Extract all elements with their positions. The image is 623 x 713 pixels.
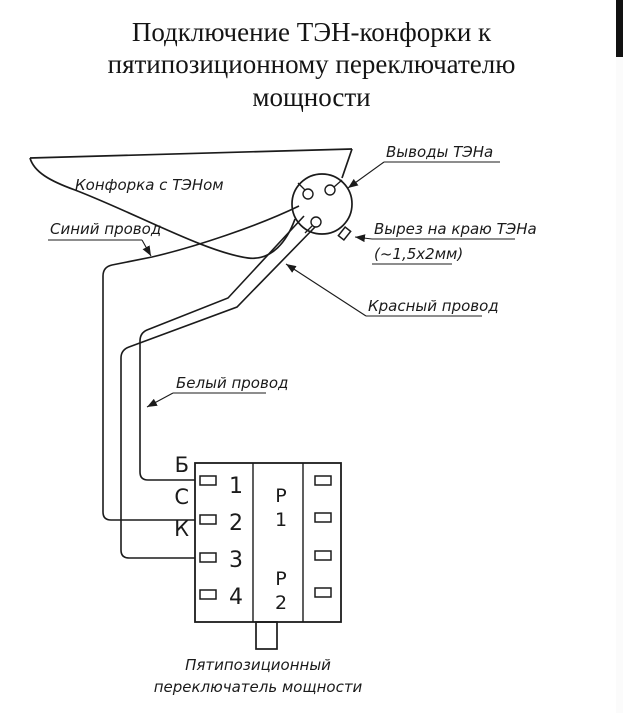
right-terminal-3 (314, 550, 332, 561)
row-label-red: К (174, 517, 189, 541)
page-title-line-2: пятипозиционному переключателю (107, 49, 516, 80)
scrollbar-track[interactable] (616, 0, 623, 713)
switch-number-2: 2 (229, 511, 243, 536)
red-wire-line (120, 226, 316, 559)
burner-label: Конфорка с ТЭНом (75, 176, 224, 194)
left-terminal-2 (199, 514, 217, 525)
p1-digit: 1 (275, 509, 287, 531)
blue-wire-label: Синий провод (50, 220, 161, 238)
switch-number-4: 4 (229, 585, 243, 610)
lead-terminal-3 (310, 216, 322, 228)
terminal-head-circle (291, 173, 353, 235)
switch-block: 1 2 3 4 Р 1 Р 2 Б С К (174, 453, 342, 650)
callout-ten-leads: Выводы ТЭНа (347, 143, 500, 189)
page-title-line-3: мощности (252, 81, 371, 112)
ten-terminal-head (291, 173, 353, 242)
right-terminal-2 (314, 512, 332, 523)
left-terminal-1 (199, 475, 217, 486)
white-wire-label: Белый провод (176, 374, 288, 392)
row-label-white: Б (175, 453, 189, 477)
callout-blue-wire: Синий провод (48, 220, 161, 257)
burner-bottom-edge (29, 157, 296, 260)
burner-right-edge (341, 148, 353, 179)
edge-notch (337, 225, 352, 242)
switch-number-1: 1 (229, 474, 243, 499)
page-title-line-1: Подключение ТЭН-конфорки к (131, 17, 492, 47)
notch-label-line-2: (~1,5х2мм) (374, 245, 463, 263)
p2-digit: 2 (275, 592, 287, 614)
ten-leads-leader-arrow (347, 161, 385, 189)
right-terminal-1 (314, 475, 332, 486)
left-terminal-3 (199, 552, 217, 563)
switch-number-3: 3 (229, 548, 243, 573)
red-wire-leader-arrow (285, 263, 367, 317)
lead-pin-3 (304, 225, 313, 234)
white-wire-line (139, 215, 305, 481)
right-terminal-4 (314, 587, 332, 598)
switch-body (194, 462, 342, 623)
lead-pin-2 (333, 179, 343, 188)
scrollbar-thumb[interactable] (616, 0, 623, 57)
callout-white-wire: Белый провод (146, 374, 288, 408)
white-wire-leader-arrow (146, 392, 174, 408)
callout-notch: Вырез на краю ТЭНа (~1,5х2мм) (354, 220, 537, 265)
lead-terminal-2 (324, 184, 336, 196)
lead-pin-1 (297, 182, 306, 191)
ten-leads-label: Выводы ТЭНа (386, 143, 493, 161)
row-label-blue: С (174, 485, 189, 509)
red-wire-label: Красный провод (368, 297, 499, 315)
lead-terminal-1 (302, 188, 314, 200)
switch-caption: Пятипозиционный переключатель мощности (154, 656, 363, 696)
p1-letter: Р (275, 485, 286, 507)
notch-label-line-1: Вырез на краю ТЭНа (374, 220, 537, 238)
switch-shaft (255, 621, 278, 650)
burner-top-edge (29, 148, 353, 159)
switch-caption-line-2: переключатель мощности (154, 678, 363, 696)
switch-caption-line-1: Пятипозиционный (185, 656, 331, 674)
notch-leader-arrow (354, 234, 373, 243)
callout-red-wire: Красный провод (285, 263, 499, 317)
wires (102, 205, 316, 559)
left-terminal-4 (199, 589, 217, 600)
blue-wire-leader-arrow (141, 239, 152, 257)
blue-wire-line (102, 205, 300, 521)
page-title: Подключение ТЭН-конфорки к пятипозиционн… (0, 16, 623, 113)
burner-shape: Конфорка с ТЭНом (29, 148, 353, 260)
p2-letter: Р (275, 568, 286, 590)
